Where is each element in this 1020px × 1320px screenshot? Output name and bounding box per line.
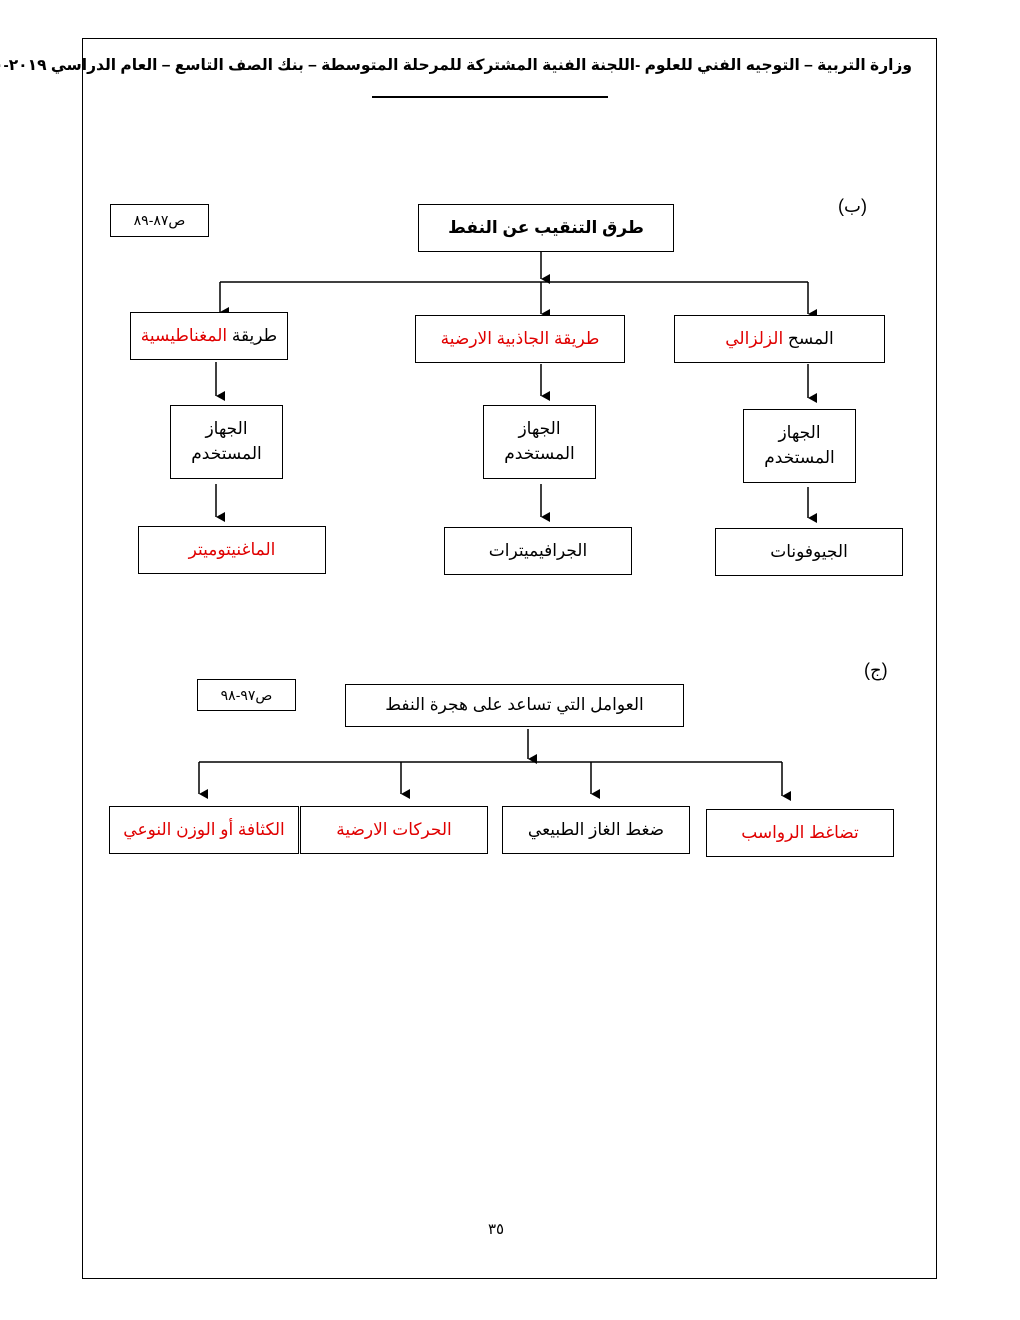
factor-density: الكثافة أو الوزن النوعي <box>123 819 285 839</box>
page-ref-c: ص٩٧-٩٨ <box>197 679 296 711</box>
header-underline <box>372 96 608 98</box>
device-label-line2: المستخدم <box>504 444 575 463</box>
factor-box-gas-pressure: ضغط الغاز الطبيعي <box>502 806 690 854</box>
method-box-seismic: المسح الزلزالي <box>674 315 885 363</box>
method-magnetic-text: طريقة المغناطيسية <box>141 324 277 349</box>
factor-earth-movements: الحركات الارضية <box>336 819 452 839</box>
title-oil-migration: العوامل التي تساعد على هجرة النفط <box>385 695 644 715</box>
device-box-geophones: الجيوفونات <box>715 528 903 576</box>
device-label-box-seismic: الجهاز المستخدم <box>743 409 856 483</box>
device-label-line1: الجهاز <box>205 419 248 439</box>
device-label-line1: الجهاز <box>518 419 561 439</box>
factor-box-compaction: تضاغط الرواسب <box>706 809 894 857</box>
method-gravity-text: طريقة الجاذبية الارضية <box>440 328 600 348</box>
device-label-box-gravity: الجهاز المستخدم <box>483 405 596 479</box>
device-box-magnetometer: الماغنيتوميتر <box>138 526 326 574</box>
page-header: وزارة التربية – التوجيه الفني للعلوم -ال… <box>0 57 912 74</box>
device-box-gravimeters: الجرافيميترات <box>444 527 632 575</box>
factor-box-earth-movements: الحركات الارضية <box>300 806 488 854</box>
method-seismic-text: المسح الزلزالي <box>725 327 834 352</box>
section-c-label: (ج) <box>864 660 888 680</box>
device-magnetometer: الماغنيتوميتر <box>188 539 276 559</box>
page-ref-c-text: ص٩٧-٩٨ <box>220 686 273 703</box>
title-box-oil-exploration: طرق التنقيب عن النفط <box>418 204 674 252</box>
page-number: ٣٥ <box>487 1221 505 1238</box>
section-b-label: (ب) <box>838 196 867 216</box>
title-box-oil-migration: العوامل التي تساعد على هجرة النفط <box>345 684 684 727</box>
method-magnetic-prefix: طريقة <box>227 325 278 345</box>
device-gravimeters: الجرافيميترات <box>488 540 588 560</box>
factor-gas-pressure: ضغط الغاز الطبيعي <box>527 819 665 839</box>
factor-box-density: الكثافة أو الوزن النوعي <box>109 806 299 854</box>
device-label-line2: المستخدم <box>764 448 835 467</box>
device-geophones: الجيوفونات <box>770 541 848 561</box>
page-ref-b-text: ص٨٧-٨٩ <box>133 212 186 229</box>
factor-compaction: تضاغط الرواسب <box>741 822 859 842</box>
method-box-gravity: طريقة الجاذبية الارضية <box>415 315 625 363</box>
device-label-line1: الجهاز <box>778 423 821 443</box>
device-label-box-magnetic: الجهاز المستخدم <box>170 405 283 479</box>
method-magnetic-highlight: المغناطيسية <box>140 325 228 345</box>
method-seismic-highlight: الزلزالي <box>725 328 784 348</box>
title-oil-exploration: طرق التنقيب عن النفط <box>448 217 644 237</box>
method-seismic-prefix: المسح <box>783 328 834 348</box>
method-box-magnetic: طريقة المغناطيسية <box>130 312 288 360</box>
page-border <box>82 38 937 1279</box>
page-ref-b: ص٨٧-٨٩ <box>110 204 209 237</box>
device-label-line2: المستخدم <box>191 444 262 463</box>
